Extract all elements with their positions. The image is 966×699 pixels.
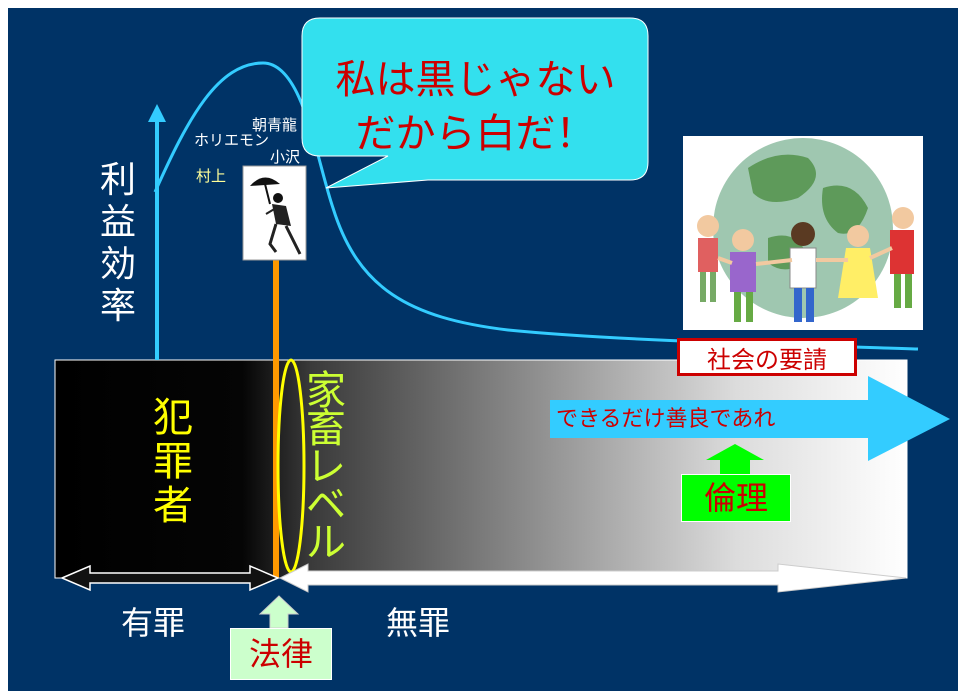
name-murakami: 村上 [196, 167, 227, 185]
legal-boundary-line [273, 260, 279, 578]
umbrella-man-illustration [242, 165, 307, 261]
name-horiemon: ホリエモン [194, 131, 270, 149]
society-demand-label: 社会の要請 [677, 338, 857, 376]
speech-bubble-text: 私は黒じゃない だから白だ！ [313, 53, 638, 161]
y-axis-arrowhead [148, 104, 166, 122]
y-axis-label: 利益効率 [99, 160, 136, 327]
guilty-label: 有罪 [121, 604, 186, 642]
criminal-label: 犯罪者 [153, 395, 193, 529]
name-ozawa: 小沢 [270, 148, 301, 166]
livestock-level-label: 家畜レベル [306, 368, 346, 566]
goodness-label: できるだけ善良であれ [556, 407, 776, 432]
innocent-label: 無罪 [386, 604, 451, 642]
ethics-label: 倫理 [681, 474, 791, 522]
goodness-big-arrow [550, 376, 950, 461]
law-up-arrow [258, 595, 300, 629]
ethics-up-arrow [706, 444, 764, 474]
speech-bubble-line1: 私は黒じゃない [335, 57, 616, 103]
law-label: 法律 [230, 628, 332, 680]
diagram-graphics [54, 17, 950, 629]
guilty-double-arrow [60, 564, 280, 592]
name-asashoryu: 朝青龍 [252, 116, 298, 134]
speech-bubble [301, 17, 649, 189]
kids-around-globe-illustration [683, 136, 923, 330]
innocent-double-arrow [278, 563, 907, 593]
slide: 私は黒じゃない だから白だ！ 利益効率 朝青龍 ホリエモン 小沢 村上 犯罪者 … [8, 8, 958, 691]
speech-bubble-line2: だから白だ！ [355, 111, 596, 157]
guilt-gradient-band [54, 359, 908, 579]
